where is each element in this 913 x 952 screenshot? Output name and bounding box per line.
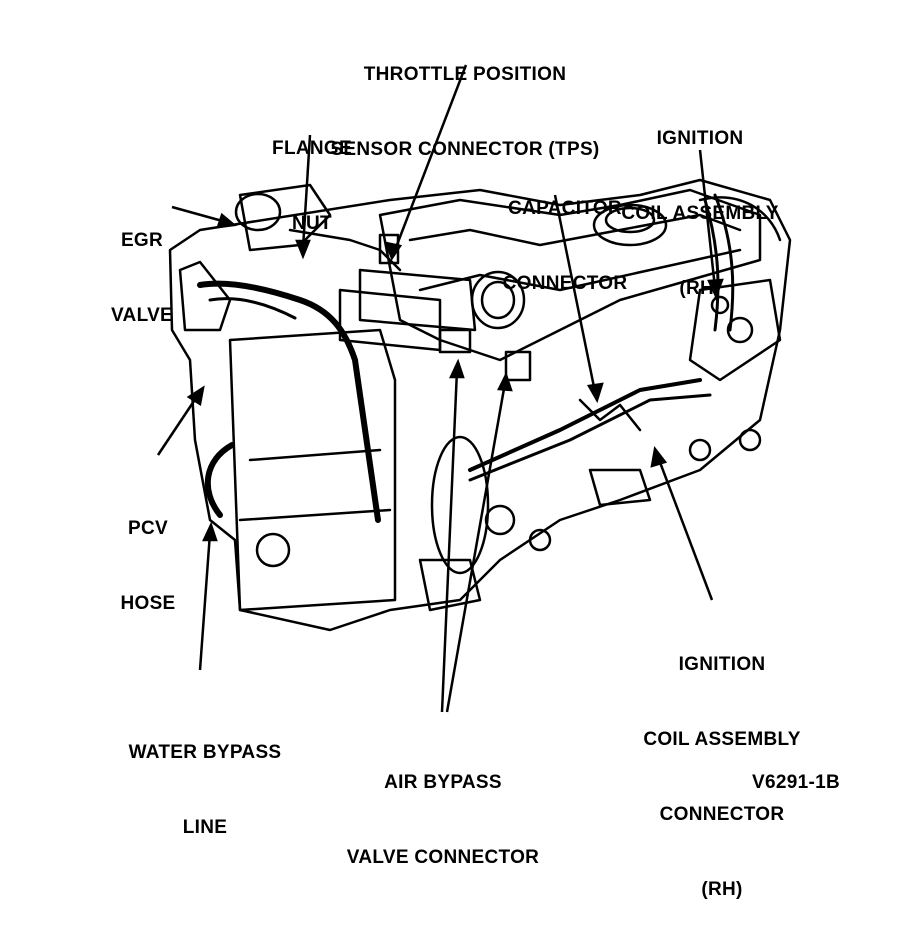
engine-diagram: THROTTLE POSITION SENSOR CONNECTOR (TPS)… <box>110 64 840 900</box>
leader-lines <box>156 64 724 713</box>
label-flange-nut: FLANGE NUT <box>272 138 352 234</box>
label-egr-valve: EGR VALVE <box>110 230 174 326</box>
label-ignition-coil: IGNITION COIL ASSEMBLY (RH) <box>621 128 779 299</box>
label-air-bypass-valve: AIR BYPASS VALVE CONNECTOR <box>346 772 540 868</box>
figure-id: V6291-1B <box>752 772 840 793</box>
label-throttle-position: THROTTLE POSITION SENSOR CONNECTOR (TPS) <box>330 64 600 160</box>
label-capacitor-connector: CAPACITOR CONNECTOR <box>502 198 628 294</box>
label-pcv-hose: PCV HOSE <box>120 518 176 614</box>
engine-illustration <box>168 178 792 632</box>
engine-drawing <box>156 64 792 713</box>
label-water-bypass-line: WATER BYPASS LINE <box>128 742 282 838</box>
